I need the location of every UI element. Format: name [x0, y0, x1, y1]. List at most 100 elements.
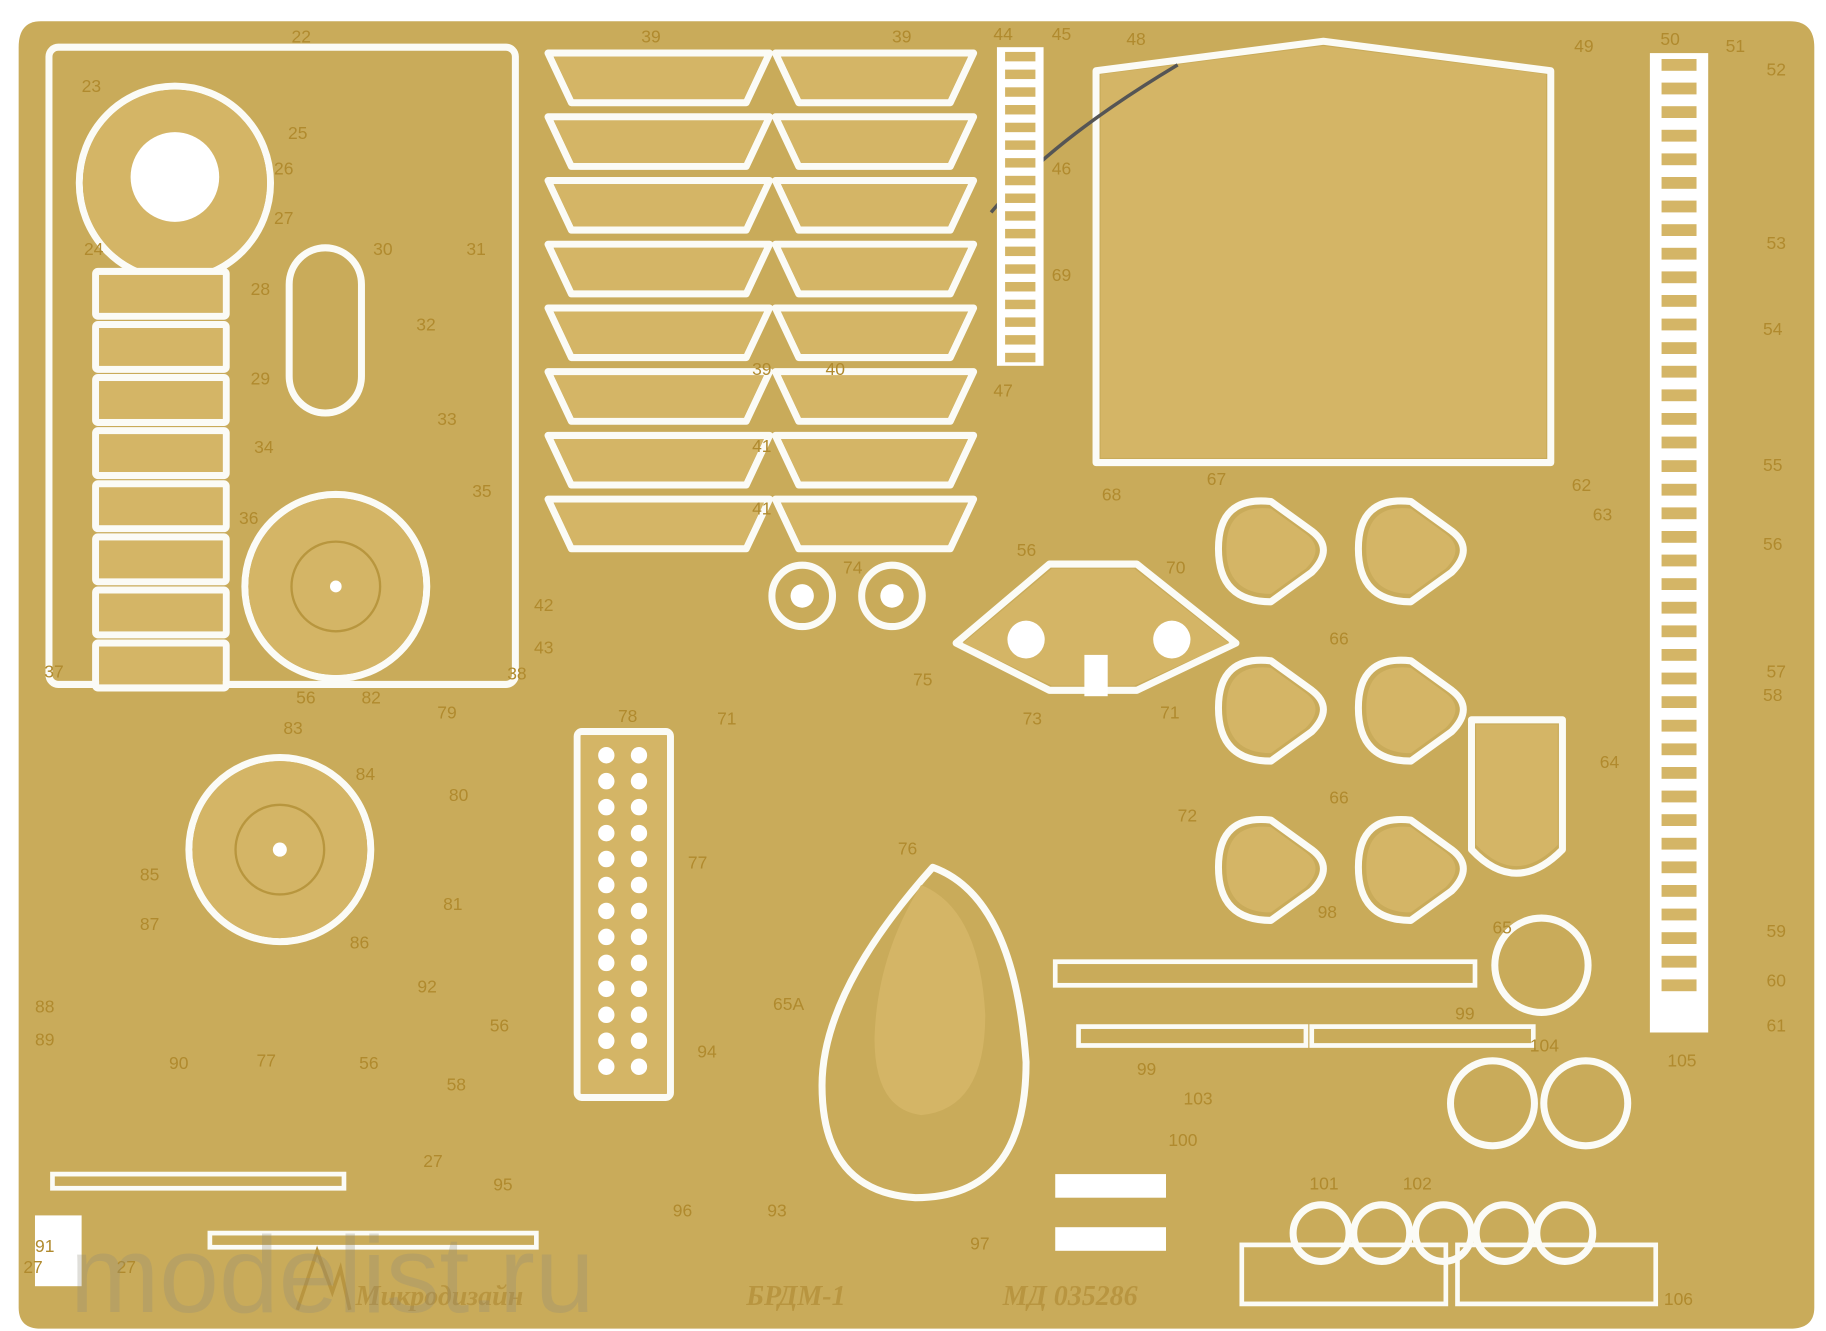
hole — [598, 746, 615, 764]
part-number-label: 29 — [251, 369, 270, 389]
plate-face — [99, 487, 223, 526]
track-link — [1661, 412, 1697, 425]
heart-face — [1226, 667, 1316, 754]
part-number-label: 56 — [1017, 540, 1036, 560]
disc — [1533, 1201, 1597, 1265]
part-number-label: 77 — [688, 852, 707, 872]
strip-link — [1005, 228, 1036, 239]
track-link — [1661, 318, 1697, 331]
part-number-label: 73 — [1023, 708, 1042, 728]
part-number-label: 75 — [913, 669, 933, 689]
part-number-label: 39 — [892, 26, 911, 46]
part-number-label: 71 — [1160, 703, 1179, 723]
part-39-41-panels — [544, 49, 978, 553]
plate-face — [99, 274, 223, 313]
part-number-label: 92 — [417, 976, 436, 996]
hole — [598, 928, 615, 946]
part-number-label: 105 — [1667, 1051, 1696, 1071]
heart-cover — [1214, 656, 1327, 765]
part-number-label: 95 — [493, 1175, 513, 1195]
track-link — [1661, 224, 1697, 236]
panel — [771, 113, 978, 170]
part-number-label: 101 — [1309, 1173, 1338, 1193]
track-link — [1661, 389, 1697, 402]
part-number-label: 67 — [1207, 469, 1226, 489]
part-76-teardrop — [818, 863, 1030, 1202]
heart-face — [1226, 508, 1316, 594]
watermark: modelist.ru — [70, 1214, 595, 1331]
track-link — [1661, 743, 1697, 756]
part-65-cover — [1467, 716, 1592, 1016]
plate — [92, 533, 230, 586]
hole — [598, 850, 615, 868]
hole — [598, 1058, 615, 1075]
plate — [92, 267, 230, 320]
part-number-label: 46 — [1052, 159, 1071, 179]
strip-link — [1005, 122, 1036, 133]
part-number-label: 41 — [752, 436, 771, 456]
track-link — [1661, 507, 1697, 520]
track-link — [1661, 295, 1697, 307]
part-number-label: 47 — [993, 380, 1012, 400]
hole — [598, 824, 615, 842]
track-link — [1661, 601, 1697, 614]
part-number-label: 42 — [534, 595, 553, 615]
part-number-label: 33 — [437, 409, 456, 429]
part-number-label: 77 — [257, 1051, 276, 1071]
part-number-label: 56 — [296, 687, 315, 707]
strip-link — [1005, 246, 1036, 257]
track-link — [1661, 578, 1697, 590]
part-number-label: 99 — [1137, 1059, 1156, 1079]
panel-face — [553, 375, 764, 418]
panel — [544, 49, 774, 107]
part-number-label: 70 — [1166, 557, 1186, 577]
heart-cover — [1354, 497, 1467, 606]
track-link — [1661, 884, 1697, 897]
part-number-label: 89 — [35, 1029, 54, 1049]
track-link — [1661, 436, 1697, 449]
panel-face — [553, 247, 764, 291]
track-link — [1661, 176, 1697, 189]
heart-cover — [1214, 497, 1327, 606]
part-number-label: 59 — [1766, 921, 1785, 941]
part-number-label: 80 — [449, 785, 469, 805]
part-number-label: 90 — [169, 1053, 189, 1073]
panel — [544, 176, 774, 234]
hole — [598, 980, 615, 998]
part-36-wheel — [241, 490, 431, 683]
part-number-label: 27 — [23, 1257, 42, 1277]
disc — [1472, 1201, 1536, 1265]
panel — [771, 176, 978, 234]
part-number-label: 44 — [993, 24, 1013, 44]
part-78-hole-strip — [573, 728, 674, 1101]
part-number-label: 65 — [1492, 917, 1512, 937]
strip-link — [1005, 51, 1036, 62]
part-number-label: 104 — [1530, 1035, 1559, 1055]
strip-link — [1005, 211, 1036, 221]
part-number-label: 26 — [274, 159, 293, 179]
plate-face — [99, 540, 223, 579]
panel-face — [781, 438, 968, 482]
part-number-label: 27 — [117, 1257, 136, 1277]
part-number-label: 27 — [274, 208, 293, 228]
panel-face — [781, 247, 968, 291]
disc — [1289, 1201, 1353, 1265]
panel — [771, 431, 978, 489]
part-number-label: 50 — [1660, 29, 1680, 49]
strip-link — [1005, 69, 1036, 80]
strip-link — [1005, 140, 1036, 150]
part-number-label: 52 — [1766, 59, 1785, 79]
part-number-label: 62 — [1572, 475, 1591, 495]
hole — [630, 980, 648, 998]
track-link — [1661, 837, 1697, 850]
track-link — [1661, 247, 1697, 260]
part-number-label: 106 — [1664, 1289, 1693, 1309]
strip-link — [1005, 193, 1036, 203]
track-link — [1661, 932, 1697, 944]
hole — [630, 1032, 648, 1050]
strip-link — [1005, 87, 1036, 97]
part-number-label: 84 — [356, 764, 376, 784]
track-link — [1661, 58, 1697, 71]
track-link — [1661, 554, 1697, 567]
